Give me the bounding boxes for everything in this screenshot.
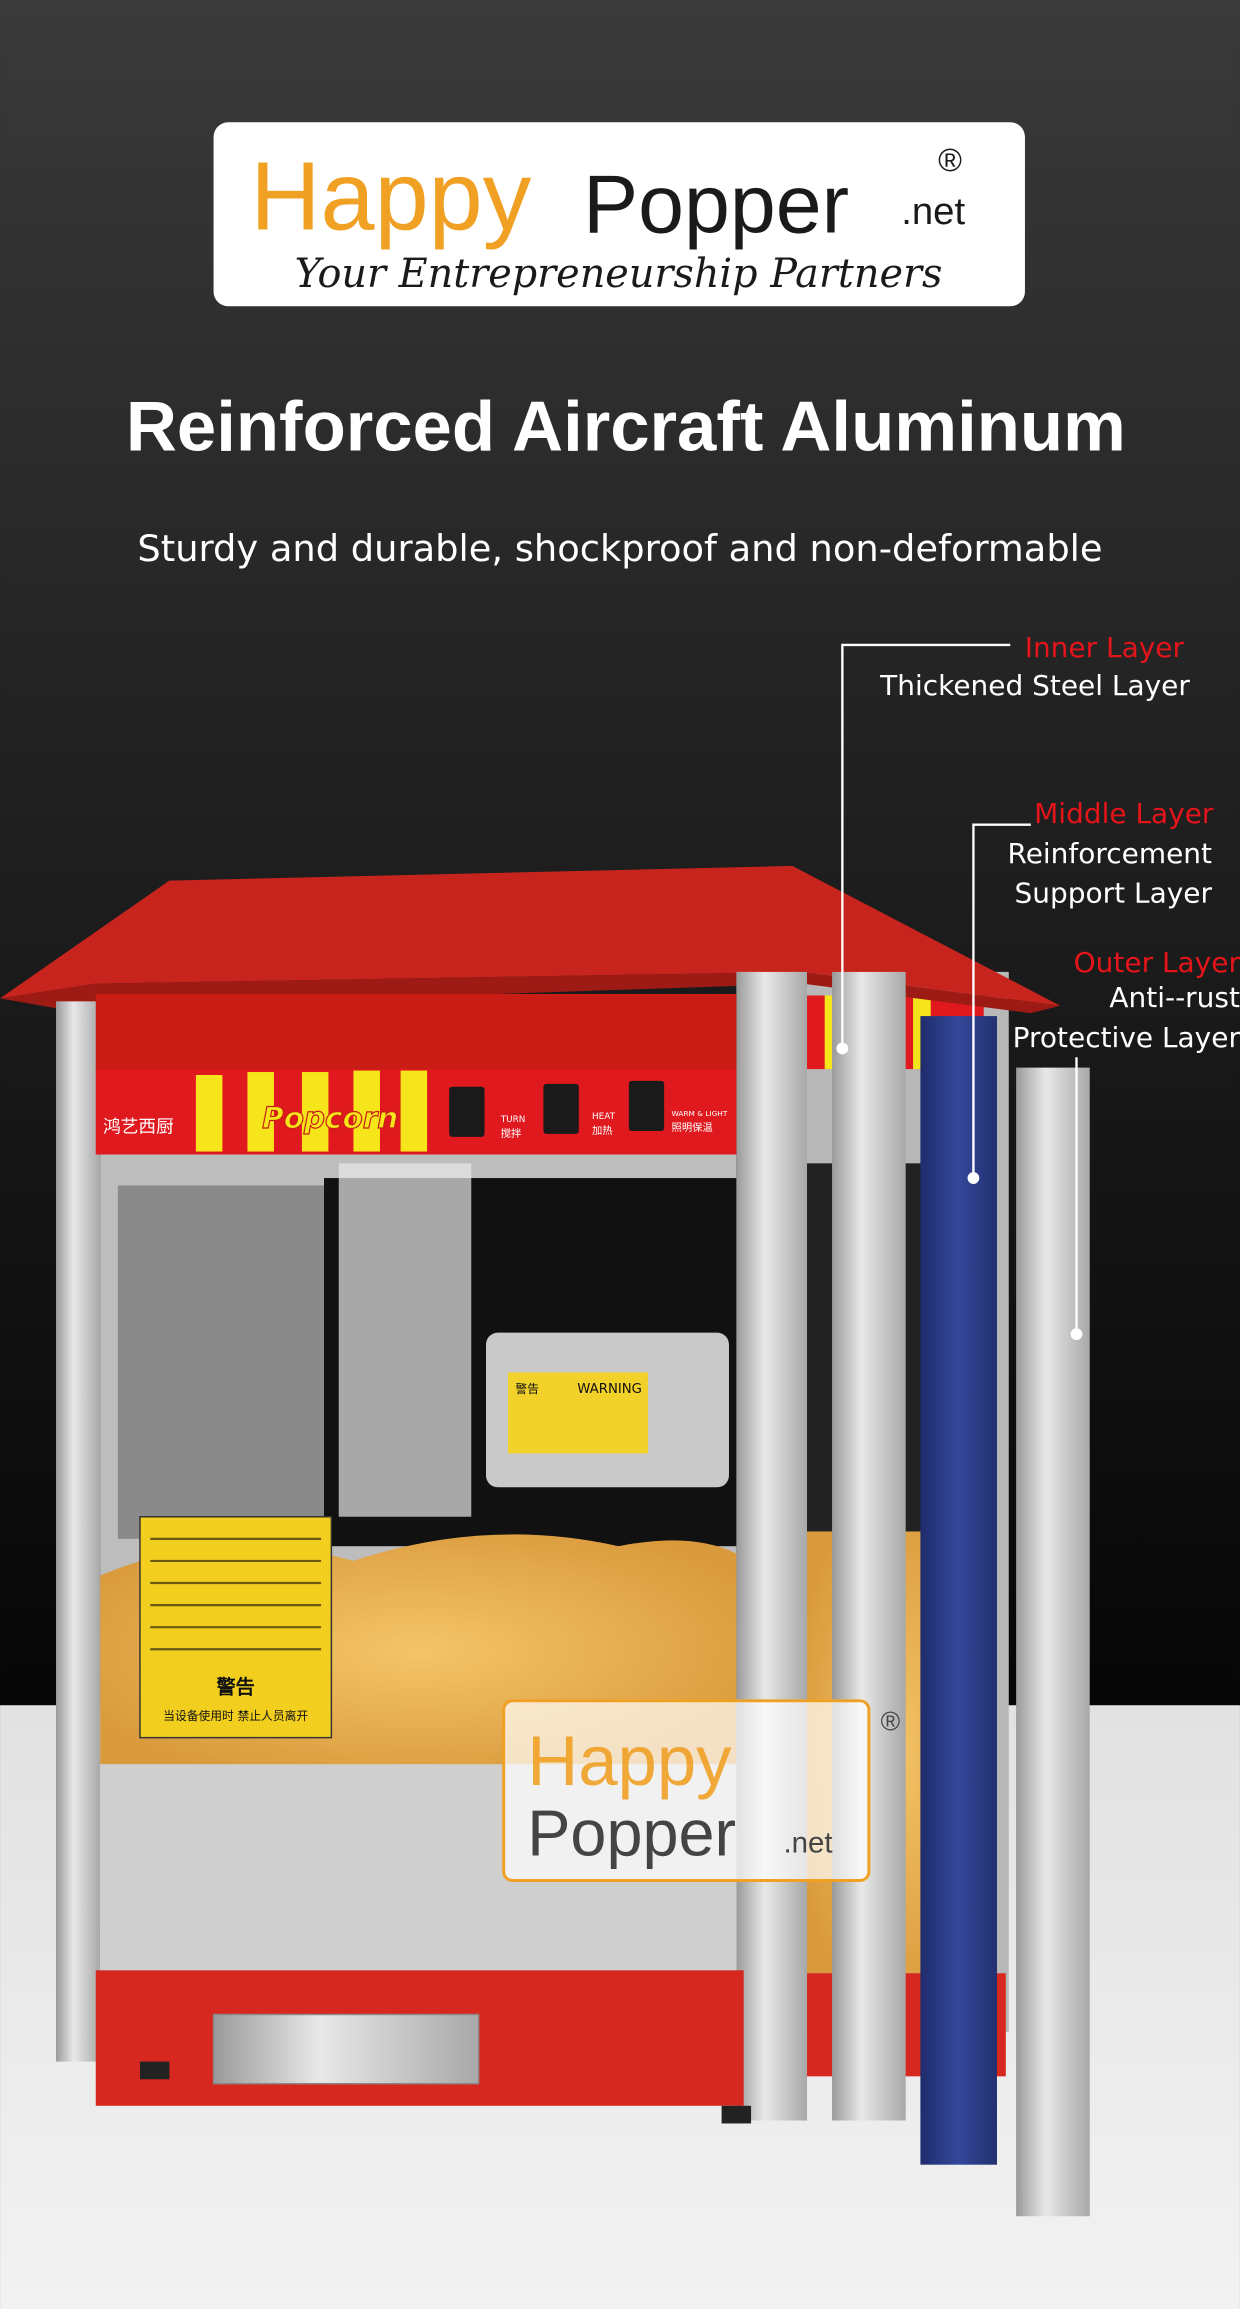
logo-tagline: Your Entrepreneurship Partners — [295, 251, 943, 297]
watermark-logo: Happy Popper .net ® — [502, 1699, 901, 1882]
callout-inner-layer: Inner Layer Thickened Steel Layer — [836, 631, 1190, 1055]
callout-outer-layer: Outer Layer Anti--rust Protective Layer — [1013, 946, 1240, 1341]
machine-banner: Popcorn — [262, 1101, 398, 1135]
svg-text:Outer Layer: Outer Layer — [1074, 946, 1240, 979]
happypopper-logo: Happy Popper .net ® Your Entrepreneurshi… — [213, 122, 1025, 307]
svg-text:Popper: Popper — [527, 1796, 736, 1869]
svg-text:Middle Layer: Middle Layer — [1034, 797, 1214, 830]
svg-text:Happy: Happy — [527, 1721, 732, 1800]
callout-middle-layer: Middle Layer Reinforcement Support Layer — [967, 797, 1214, 1184]
svg-text:Support Layer: Support Layer — [1015, 877, 1213, 910]
headline: Reinforced Aircraft Aluminum — [126, 387, 1126, 466]
svg-text:警告: 警告 — [515, 1382, 539, 1396]
svg-text:照明保温: 照明保温 — [672, 1121, 713, 1134]
svg-text:当设备使用时 禁止人员离开: 当设备使用时 禁止人员离开 — [163, 1709, 308, 1723]
middle-layer-bar — [920, 1016, 997, 2165]
logo-popper: Popper — [583, 159, 849, 251]
inner-layer-bar — [832, 971, 906, 2121]
svg-text:Inner Layer: Inner Layer — [1025, 631, 1185, 664]
logo-registered: ® — [938, 142, 962, 178]
machine-brand: 鸿艺西厨 — [103, 1116, 174, 1137]
svg-text:Thickened Steel Layer: Thickened Steel Layer — [879, 669, 1190, 702]
logo-happy: Happy — [250, 142, 531, 251]
logo-net: .net — [901, 190, 965, 233]
svg-text:Reinforcement: Reinforcement — [1008, 837, 1212, 870]
switch-turn[interactable]: TURN 搅拌 — [449, 1086, 526, 1140]
subheadline: Sturdy and durable, shockproof and non-d… — [137, 527, 1102, 570]
svg-text:Anti--rust: Anti--rust — [1109, 981, 1240, 1014]
svg-text:.net: .net — [783, 1827, 832, 1860]
svg-text:Protective Layer: Protective Layer — [1013, 1021, 1240, 1054]
drawer-handle[interactable] — [212, 2013, 480, 2085]
svg-text:HEAT: HEAT — [592, 1112, 616, 1122]
outer-layer-bar — [1016, 1067, 1090, 2217]
svg-text:WARM & LIGHT: WARM & LIGHT — [672, 1109, 728, 1118]
svg-text:警告: 警告 — [217, 1675, 255, 1698]
switch-heat[interactable]: HEAT 加热 — [543, 1083, 616, 1137]
kettle-warning: WARNING — [577, 1382, 642, 1397]
switch-warm-light[interactable]: WARM & LIGHT 照明保温 — [628, 1080, 728, 1134]
svg-text:®: ® — [881, 1706, 901, 1736]
svg-text:加热: 加热 — [592, 1124, 613, 1137]
svg-text:TURN: TURN — [500, 1115, 526, 1125]
svg-text:搅拌: 搅拌 — [501, 1127, 522, 1140]
